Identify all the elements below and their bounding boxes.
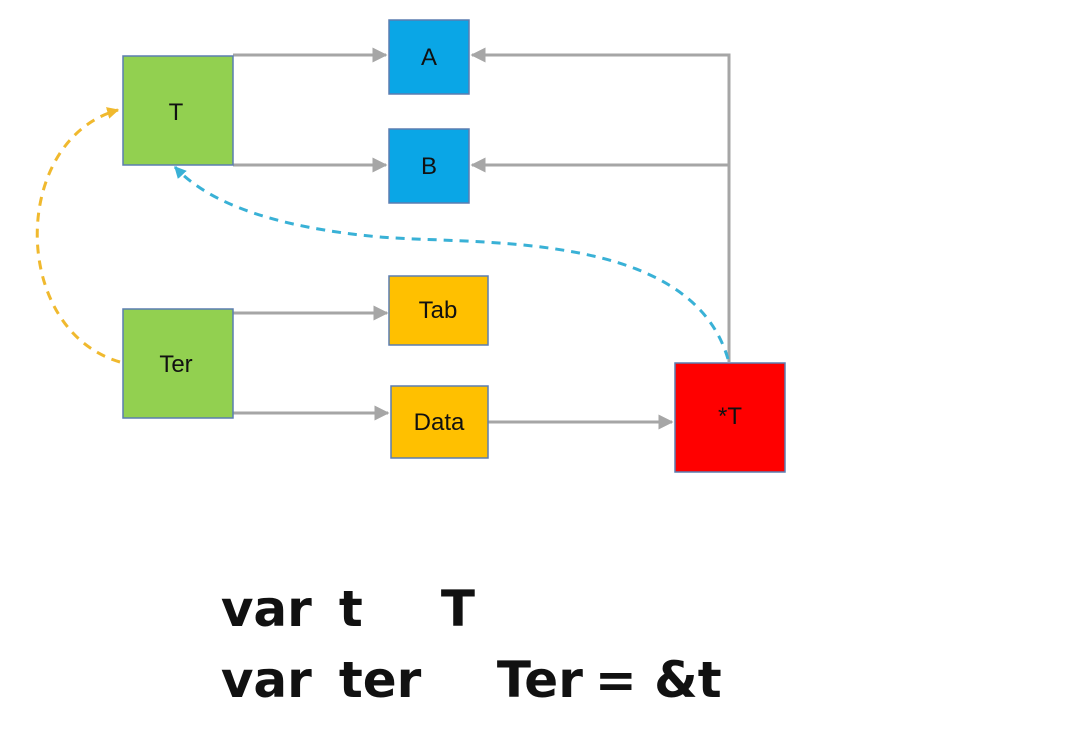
node-pointer-t: *T <box>674 362 786 473</box>
node-pointer-t-label: *T <box>718 403 742 430</box>
node-b-label: B <box>421 153 437 180</box>
node-t: T <box>122 55 234 166</box>
node-tab: Tab <box>388 275 489 346</box>
code-line-2-keyword: var <box>220 651 312 709</box>
node-tab-label: Tab <box>419 297 458 324</box>
node-a-label: A <box>421 44 437 71</box>
dashed-edge-ter-to-t <box>35 107 121 364</box>
code-line-2-assignment: = &t <box>594 651 722 709</box>
node-data-label: Data <box>414 409 465 436</box>
code-line-2-name: ter <box>338 651 422 709</box>
edge-ptrt-to-a <box>470 47 731 362</box>
solid-edges <box>233 47 731 430</box>
code-line-1-keyword: var <box>220 580 312 638</box>
node-a: A <box>388 19 470 95</box>
code-line-1-type: T <box>440 580 475 638</box>
node-data: Data <box>390 385 489 459</box>
node-ter: Ter <box>122 308 234 419</box>
code-line-1-name: t <box>338 580 363 638</box>
node-t-label: T <box>169 99 184 126</box>
node-b: B <box>388 128 470 204</box>
code-line-2-type: Ter <box>496 651 583 709</box>
dashed-edge-ptrt-to-t <box>173 165 730 360</box>
node-ter-label: Ter <box>159 351 192 378</box>
